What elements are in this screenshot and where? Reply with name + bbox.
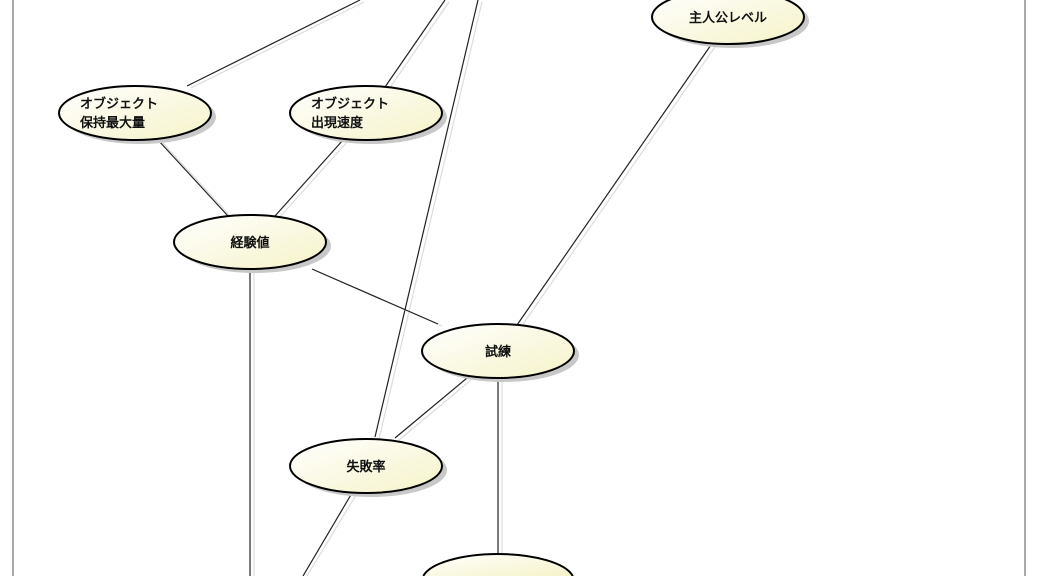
association-edge <box>311 268 439 325</box>
usecase-node-trial[interactable] <box>421 323 575 379</box>
association-edge <box>374 0 479 438</box>
node-label: オブジェクト <box>80 96 158 112</box>
node-label: 失敗率 <box>346 459 385 475</box>
edge-shadow <box>388 1 450 90</box>
node-label: 主人公レベル <box>689 10 767 26</box>
association-edge <box>157 139 229 217</box>
usecase-node-experience[interactable] <box>173 214 327 270</box>
node-label: 出現速度 <box>311 115 364 131</box>
usecase-node-object-speed[interactable] <box>289 85 443 141</box>
edge-shadow <box>190 1 365 89</box>
edge-shadow <box>278 141 348 219</box>
node-label: 試練 <box>485 344 511 360</box>
usecase-node-hero-level[interactable] <box>651 0 805 45</box>
usecase-node-bottom-partial[interactable] <box>422 553 574 576</box>
association-edge <box>516 41 714 326</box>
node-label: オブジェクト <box>311 96 389 112</box>
association-edge <box>384 0 446 88</box>
usecase-node-object-max[interactable] <box>58 85 212 141</box>
usecase-node-failure-rate[interactable] <box>289 438 443 494</box>
edge-shadow <box>378 1 483 440</box>
edge-shadow <box>161 141 233 219</box>
association-edge <box>394 377 468 439</box>
node-label: 保持最大量 <box>79 115 145 131</box>
edge-shadow <box>520 43 718 328</box>
association-edge <box>186 0 361 87</box>
edge-shadow <box>398 379 472 441</box>
edge-shadow <box>306 494 357 576</box>
association-edge <box>274 139 344 217</box>
node-label: 経験値 <box>230 235 269 251</box>
association-edge <box>302 492 353 576</box>
